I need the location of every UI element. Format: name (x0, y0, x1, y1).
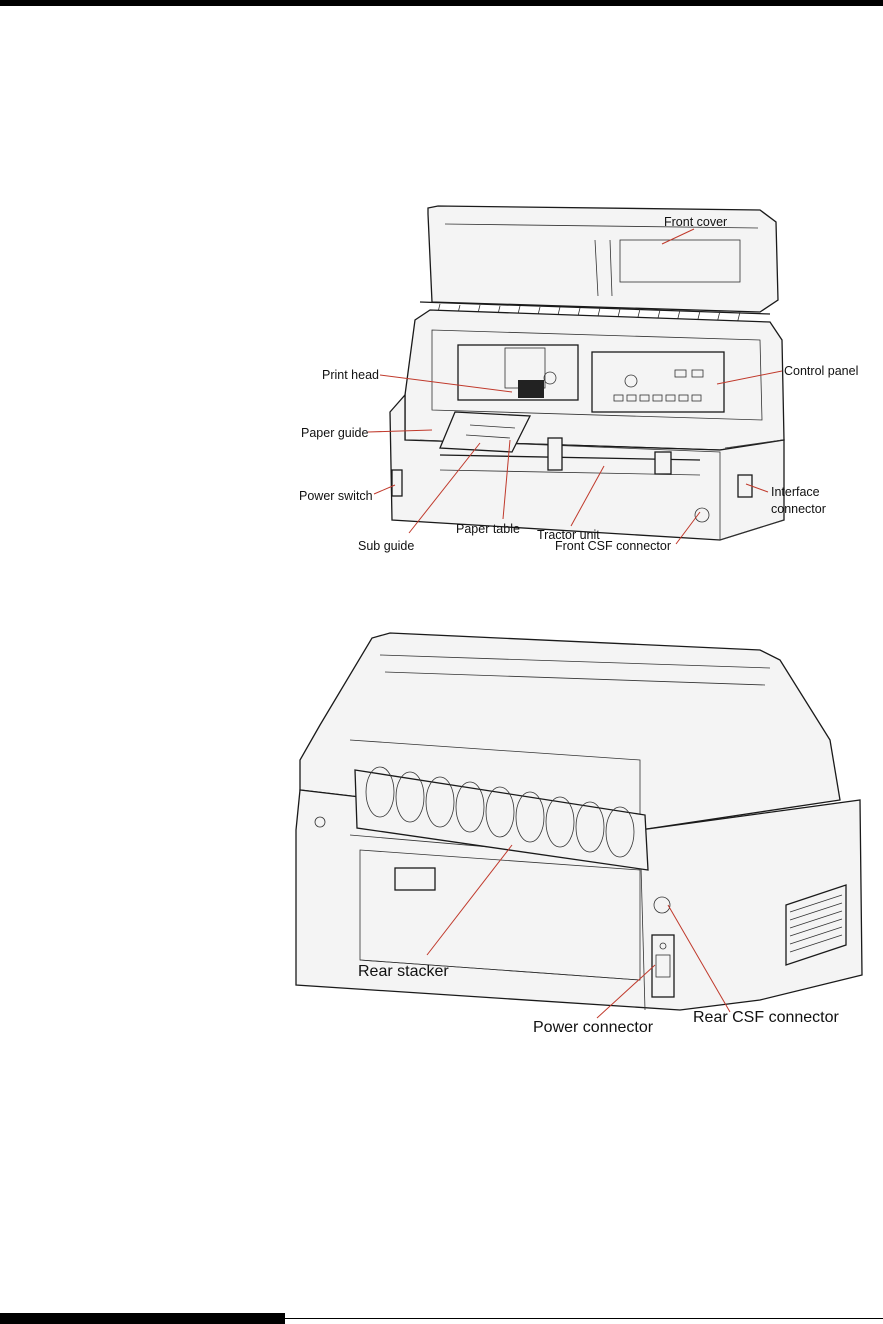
label-rear-stacker: Rear stacker (358, 963, 449, 980)
label-sub-guide: Sub guide (358, 539, 414, 553)
footer-thin-rule (285, 1318, 883, 1319)
label-print-head: Print head (322, 368, 379, 382)
label-paper-guide: Paper guide (301, 426, 368, 440)
front-printer-illustration (390, 206, 784, 540)
label-rear-csf-connector: Rear CSF connector (693, 1009, 840, 1026)
label-paper-table: Paper table (456, 522, 520, 536)
label-interface-connector-line2: connector (771, 502, 826, 516)
label-front-cover: Front cover (664, 215, 727, 229)
rear-printer-illustration (296, 633, 862, 1010)
label-interface-connector-line1: Interface (771, 485, 820, 499)
label-control-panel: Control panel (784, 364, 858, 378)
label-power-switch: Power switch (299, 489, 373, 503)
label-power-connector: Power connector (533, 1019, 654, 1036)
label-front-csf-connector: Front CSF connector (555, 539, 671, 553)
footer-thick-rule (0, 1313, 285, 1324)
